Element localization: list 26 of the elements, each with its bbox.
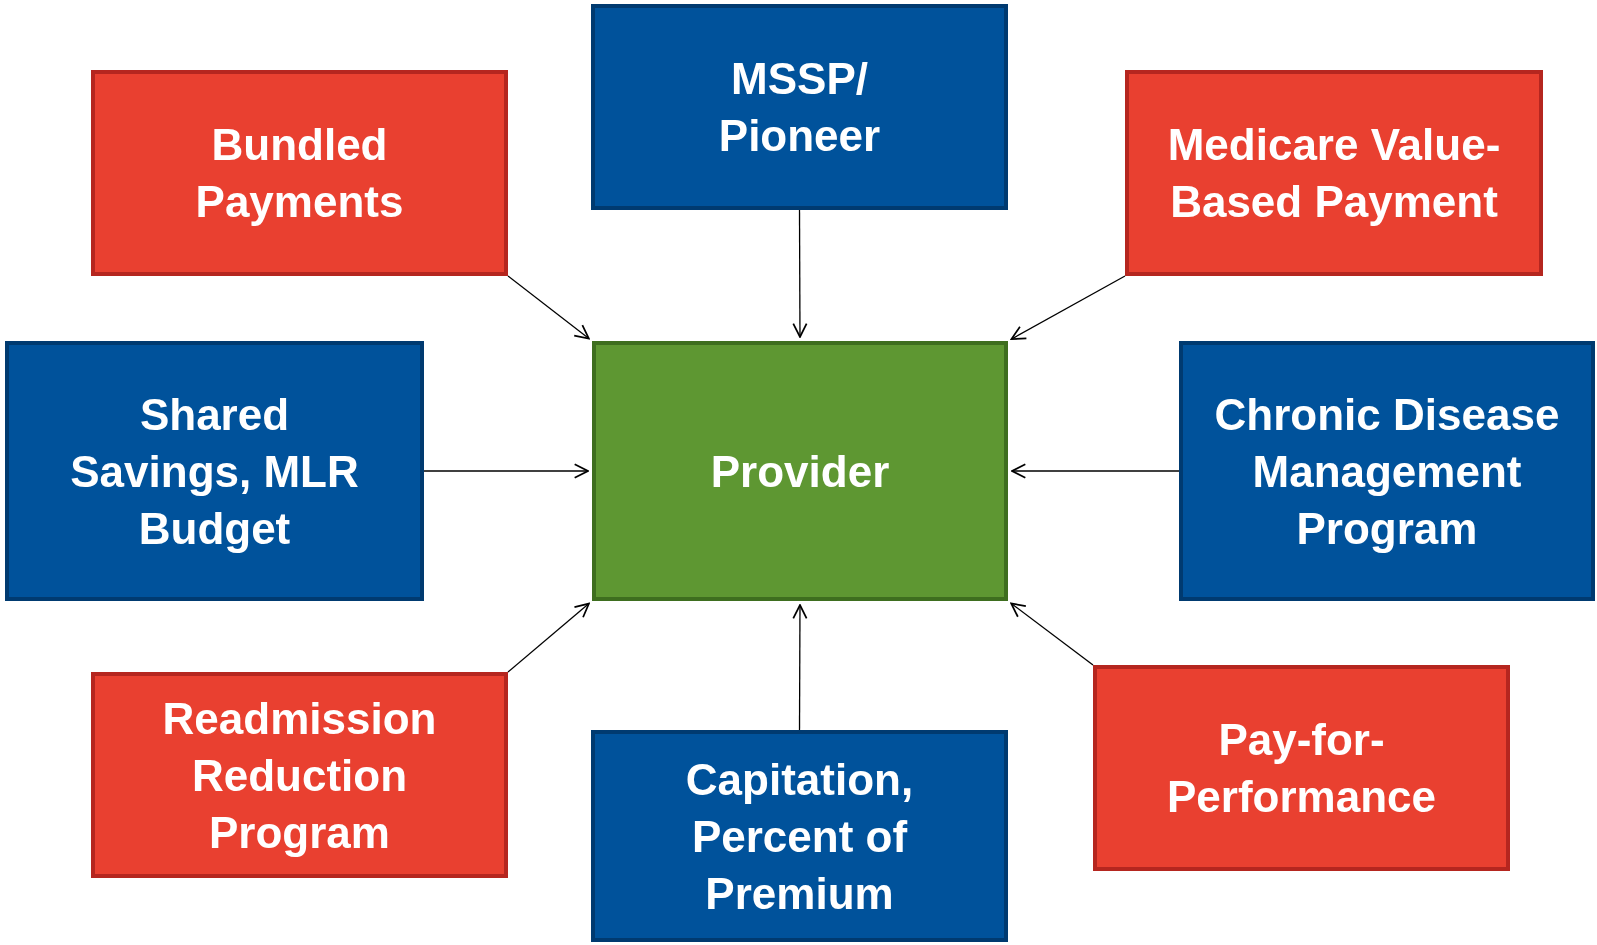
program-box xyxy=(91,672,508,878)
arrow xyxy=(423,463,589,479)
program-box xyxy=(5,341,424,601)
program-box xyxy=(591,730,1008,942)
program-box xyxy=(1125,70,1543,276)
box-label: Readmission Reduction Program xyxy=(161,692,438,859)
box-label: Shared Savings, MLR Budget xyxy=(69,388,360,555)
program-box xyxy=(91,70,508,276)
box-label: Pay-for-Performance xyxy=(1166,714,1437,823)
box-label: Provider xyxy=(709,445,891,498)
program-box xyxy=(1179,341,1595,601)
program-box xyxy=(1093,665,1510,871)
box-label: Capitation, Percent of Premium xyxy=(684,753,915,920)
program-box xyxy=(592,341,1008,601)
arrow xyxy=(1010,275,1126,340)
arrow xyxy=(792,604,808,731)
box-label: MSSP/ Pioneer xyxy=(717,53,882,162)
box-label: Chronic Disease Management Program xyxy=(1213,388,1561,555)
arrow xyxy=(792,209,808,338)
arrow xyxy=(1010,602,1094,666)
arrow xyxy=(507,275,590,340)
box-label: Medicare Value-Based Payment xyxy=(1166,119,1502,228)
box-label: Bundled Payments xyxy=(194,119,405,228)
arrow xyxy=(1011,463,1180,479)
arrow xyxy=(507,602,590,673)
program-box xyxy=(591,4,1008,210)
